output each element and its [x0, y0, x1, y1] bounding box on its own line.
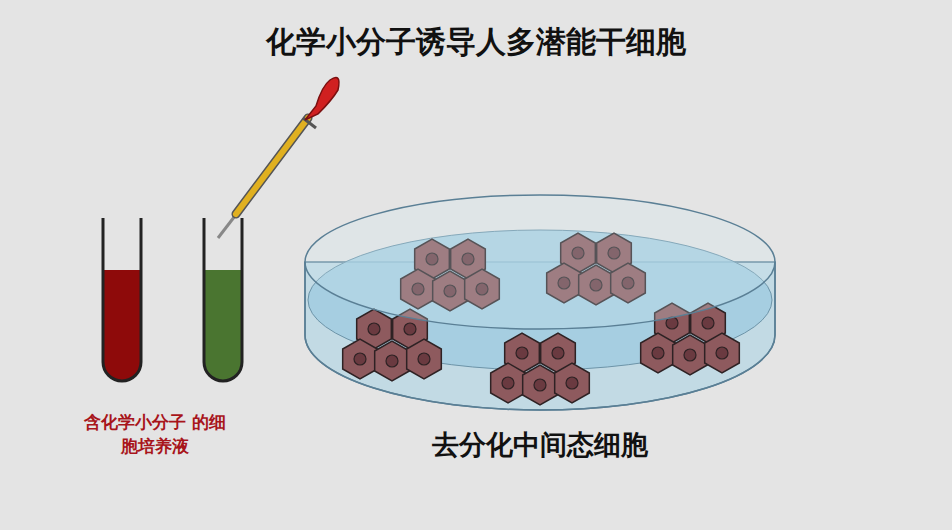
nucleus — [566, 377, 578, 389]
red-tube — [103, 218, 141, 381]
cell — [343, 339, 378, 379]
nucleus — [354, 353, 366, 365]
cell — [491, 363, 526, 403]
nucleus — [386, 355, 398, 367]
cell — [375, 341, 410, 381]
title: 化学小分子诱导人多潜能干细胞 — [0, 22, 952, 63]
medium-label: 含化学小分子 的细胞培养液 — [80, 410, 230, 458]
nucleus — [552, 347, 564, 359]
nucleus — [702, 317, 714, 329]
pipette — [218, 78, 339, 238]
cell — [673, 335, 708, 375]
nucleus — [418, 353, 430, 365]
cell — [641, 333, 676, 373]
nucleus — [516, 347, 528, 359]
nucleus — [716, 347, 728, 359]
dish-rim — [305, 195, 775, 410]
nucleus — [534, 379, 546, 391]
cells-label: 去分化中间态细胞 — [370, 428, 710, 462]
nucleus — [652, 347, 664, 359]
cell — [523, 365, 558, 405]
green-tube — [204, 218, 242, 381]
nucleus — [502, 377, 514, 389]
nucleus — [404, 323, 416, 335]
cell — [407, 339, 442, 379]
nucleus — [684, 349, 696, 361]
cell — [555, 363, 590, 403]
nucleus — [368, 323, 380, 335]
cell — [705, 333, 740, 373]
